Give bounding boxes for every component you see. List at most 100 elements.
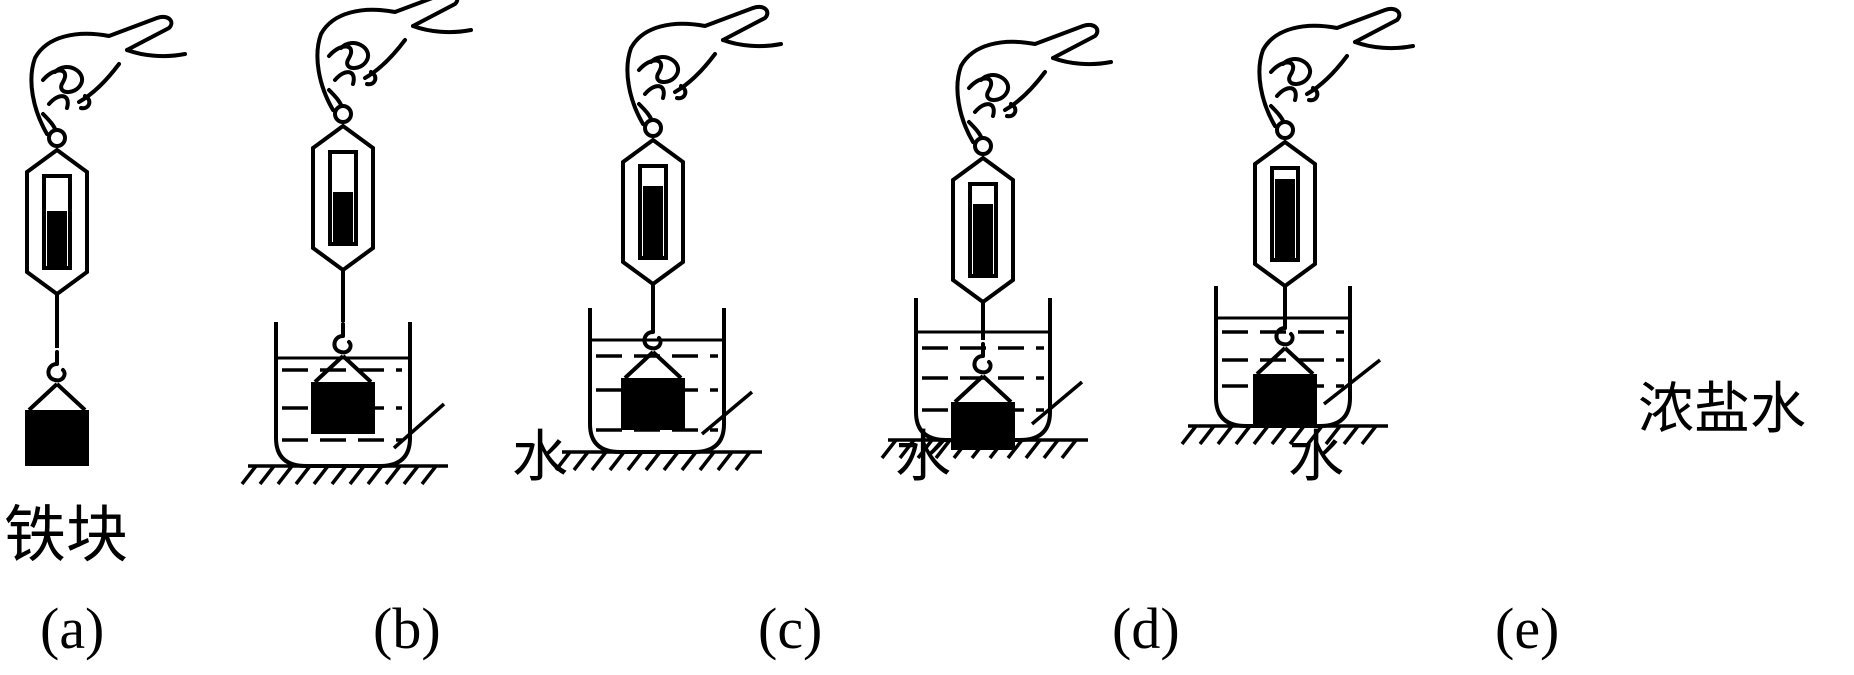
ground-hatch [330, 464, 348, 486]
iron-block-icon [621, 318, 685, 430]
scale-top-ring [1275, 120, 1295, 140]
hand-finger [1305, 40, 1415, 96]
scale-indicator [973, 204, 993, 276]
ground-hatch [240, 464, 258, 486]
iron-block-icon [311, 322, 375, 434]
hand-outline [29, 15, 174, 136]
ground-hatch [348, 464, 366, 486]
ground-hatch [1270, 424, 1288, 446]
sling [27, 382, 87, 412]
ground-hatch [880, 438, 898, 460]
hand-finger [363, 24, 473, 80]
sling [313, 354, 373, 384]
iron-block-icon [25, 350, 89, 466]
ground-hatch [1252, 424, 1270, 446]
hook [46, 350, 67, 383]
panel-b [240, 0, 473, 486]
scale-indicator [47, 211, 67, 268]
ground-hatch [644, 450, 662, 472]
hand-outline [1257, 7, 1402, 128]
hand-outline [625, 5, 770, 126]
ground-hatch-icon [1180, 424, 1388, 446]
liquid-label-d: 水 [1288, 427, 1344, 489]
iron-block [621, 378, 685, 430]
ground-hatch [716, 450, 734, 472]
ground-hatch [1006, 438, 1024, 460]
spring-scale-icon [951, 136, 1015, 305]
ground-hatch [1360, 424, 1378, 446]
ground-hatch [734, 450, 752, 472]
ground-hatch [420, 464, 438, 486]
ground-hatch [698, 450, 716, 472]
ground-hatch [294, 464, 312, 486]
hand-thumb [333, 70, 378, 87]
sling [623, 350, 683, 380]
scale-indicator [1275, 179, 1295, 260]
ground-hatch [366, 464, 384, 486]
caption-b: (b) [373, 596, 441, 661]
ground-hatch [916, 438, 934, 460]
spring-scale-icon [1253, 120, 1317, 289]
ground-hatch [952, 438, 970, 460]
ground-hatch [970, 438, 988, 460]
iron-block-icon [1253, 314, 1317, 424]
hand-outline [955, 23, 1100, 144]
label-leader [1322, 358, 1382, 406]
hand-finger [673, 38, 783, 94]
iron-block [25, 410, 89, 466]
iron-block-label: 铁块 [4, 502, 129, 570]
hand-thumb [643, 84, 688, 101]
liquid-label-e: 浓盐水 [1638, 379, 1806, 441]
ground-hatch [1342, 424, 1360, 446]
panel-a [25, 15, 187, 466]
sling [953, 374, 1013, 404]
caption-d: (d) [1112, 596, 1180, 661]
ground-hatch [590, 450, 608, 472]
hand-fingers [1269, 57, 1313, 86]
beaker-icon [274, 322, 412, 468]
iron-block [1253, 374, 1317, 424]
caption-e: (e) [1495, 596, 1560, 661]
scale-top-ring [643, 118, 663, 138]
ground-hatch [934, 438, 952, 460]
hand-thumb [1275, 86, 1320, 103]
hook [642, 318, 663, 351]
scale-top-ring [333, 104, 353, 124]
caption-a: (a) [40, 596, 105, 661]
ground-hatch-icon [240, 464, 448, 486]
hand-finger [77, 48, 187, 104]
hand-icon [1257, 7, 1415, 128]
ground-hatch [680, 450, 698, 472]
hook [972, 342, 993, 375]
ground-hatch [1198, 424, 1216, 446]
hand-icon [315, 0, 473, 112]
ground-hatch [662, 450, 680, 472]
ground-hatch-icon [880, 438, 1088, 460]
hand-icon [625, 5, 783, 126]
hook [332, 322, 353, 355]
ground-hatch [312, 464, 330, 486]
ground-hatch [554, 450, 572, 472]
hand-finger [1003, 56, 1113, 112]
ground-hatch [1024, 438, 1042, 460]
ground-hatch [1180, 424, 1198, 446]
iron-block [311, 382, 375, 434]
iron-block-icon [951, 342, 1015, 450]
ground-hatch [1042, 438, 1060, 460]
scale-indicator [643, 186, 663, 258]
spring-scale-icon [25, 128, 89, 297]
ground-hatch [572, 450, 590, 472]
liquid-label-b: 水 [512, 427, 568, 489]
ground-hatch [276, 464, 294, 486]
panel-d [880, 23, 1113, 460]
hand-fingers [327, 41, 371, 70]
panel-c [554, 5, 783, 472]
ground-hatch [608, 450, 626, 472]
ground-hatch [988, 438, 1006, 460]
hand-outline [315, 0, 460, 112]
label-leader [392, 402, 446, 450]
ground-hatch [384, 464, 402, 486]
ground-hatch [626, 450, 644, 472]
